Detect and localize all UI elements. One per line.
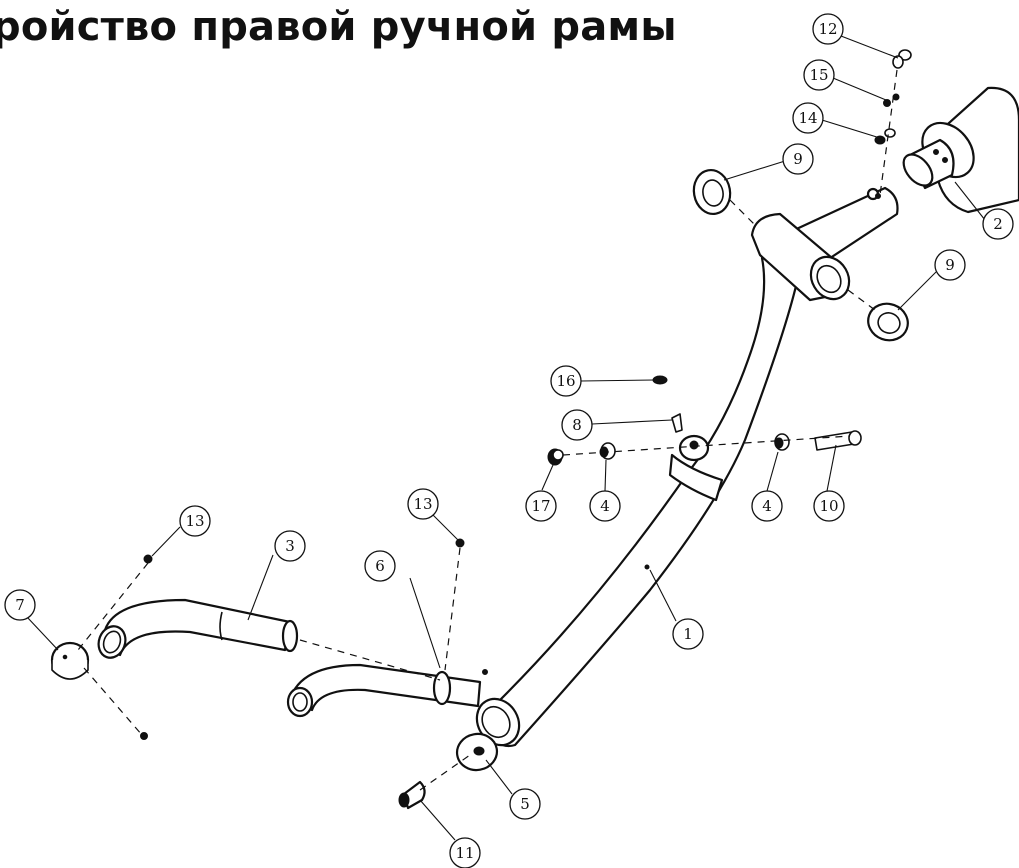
part-7-end-cap — [50, 641, 90, 680]
callout-17: 17 — [525, 490, 557, 522]
callout-label: 4 — [762, 497, 772, 515]
small-hardware — [140, 49, 912, 740]
assembly-lines — [77, 69, 898, 791]
callout-6: 6 — [364, 550, 396, 582]
callout-label: 3 — [285, 537, 295, 555]
callout-label: 16 — [556, 372, 575, 390]
callout-label: 8 — [572, 416, 582, 434]
callout-label: 9 — [793, 150, 803, 168]
callout-label: 14 — [798, 109, 817, 127]
part-9-bushing-lower — [867, 302, 909, 342]
callout-11: 11 — [449, 837, 481, 868]
callout-15: 15 — [803, 59, 835, 91]
callout-12: 12 — [812, 13, 844, 45]
callout-4: 4 — [751, 490, 783, 522]
callout-16: 16 — [550, 365, 582, 397]
callout-label: 4 — [600, 497, 610, 515]
callout-13: 13 — [179, 505, 211, 537]
callout-label: 7 — [15, 596, 25, 614]
callout-14: 14 — [792, 102, 824, 134]
callout-3: 3 — [274, 530, 306, 562]
callout-9: 9 — [782, 143, 814, 175]
callout-2: 2 — [982, 208, 1014, 240]
callout-4: 4 — [589, 490, 621, 522]
part-11-bolt — [398, 780, 426, 810]
callout-label: 5 — [520, 795, 530, 813]
callout-13: 13 — [407, 488, 439, 520]
callout-label: 6 — [375, 557, 385, 575]
callout-8: 8 — [561, 409, 593, 441]
callout-1: 1 — [672, 618, 704, 650]
part-9-bushing-upper — [692, 169, 732, 215]
callout-label: 13 — [413, 495, 432, 513]
part-1-main-frame — [475, 186, 899, 748]
leader-lines — [26, 35, 986, 841]
callout-label: 17 — [531, 497, 550, 515]
callout-label: 11 — [455, 844, 474, 862]
callout-10: 10 — [813, 490, 845, 522]
callout-7: 7 — [4, 589, 36, 621]
callout-label: 13 — [185, 512, 204, 530]
callout-9: 9 — [934, 249, 966, 281]
part-2-housing — [902, 86, 1019, 214]
part-3-handle-tube — [97, 598, 299, 659]
callout-label: 9 — [945, 256, 955, 274]
callout-label: 15 — [809, 66, 828, 84]
page-title: ройство правой ручной рамы — [0, 4, 677, 50]
callout-label: 1 — [683, 625, 693, 643]
callout-5: 5 — [509, 788, 541, 820]
part-6-handle-tube-lower — [286, 663, 488, 718]
callout-label: 10 — [819, 497, 838, 515]
callout-label: 2 — [993, 215, 1003, 233]
callout-label: 12 — [818, 20, 837, 38]
